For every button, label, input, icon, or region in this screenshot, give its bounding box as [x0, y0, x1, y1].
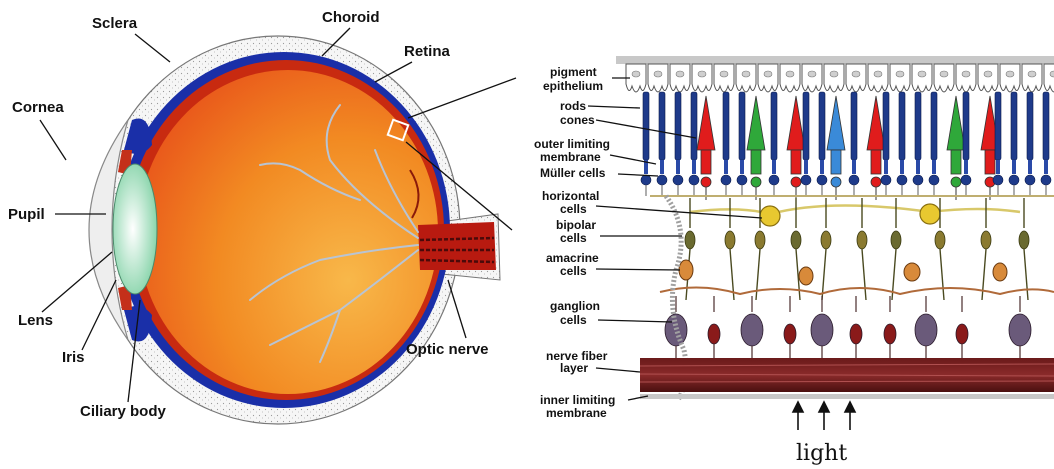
- bipolar-cell: [857, 198, 867, 300]
- label-horizontal-cells: cells: [560, 202, 587, 216]
- cone-cell: [827, 96, 845, 200]
- pigment-cell: [912, 64, 932, 92]
- bipolar-cell: [1019, 198, 1029, 300]
- horizontal-cells: [690, 204, 1020, 226]
- pigment-cell: [1022, 64, 1042, 92]
- rod-cell: [737, 92, 747, 196]
- pigment-cell: [934, 64, 954, 92]
- pigment-cell: [714, 64, 734, 92]
- label-ciliary-body: Ciliary body: [80, 403, 167, 420]
- label-inner-limiting: inner limiting: [540, 393, 615, 407]
- label-pupil: Pupil: [8, 206, 45, 223]
- ganglion-cell: [850, 296, 862, 362]
- rod-cell: [897, 92, 907, 196]
- label-bipolar: bipolar: [556, 218, 596, 232]
- ganglion-cell: [708, 296, 720, 362]
- label-bipolar-cells: cells: [560, 231, 587, 245]
- rod-cell: [1041, 92, 1051, 196]
- ganglion-cell: [741, 296, 763, 362]
- bipolar-cell: [821, 198, 831, 300]
- cone-cell: [697, 96, 715, 200]
- rod-cell: [673, 92, 683, 196]
- vitreous-body: [138, 70, 438, 394]
- eye-cross-section: [89, 36, 516, 424]
- label-rods: rods: [560, 99, 586, 113]
- label-cones: cones: [560, 113, 595, 127]
- label-choroid: Choroid: [322, 9, 380, 26]
- ganglion-cell: [811, 296, 833, 362]
- light-arrows: [793, 402, 855, 430]
- pigment-cell: [1000, 64, 1020, 92]
- pigment-epithelium-cells: [626, 64, 1054, 92]
- pigment-cell: [802, 64, 822, 92]
- label-retina: Retina: [404, 43, 451, 60]
- label-ilm-membrane: membrane: [546, 406, 607, 420]
- cone-cell: [867, 96, 885, 200]
- label-nfl-layer: layer: [560, 361, 588, 375]
- rod-cell: [769, 92, 779, 196]
- label-sclera: Sclera: [92, 15, 138, 32]
- pigment-cell: [692, 64, 712, 92]
- top-membrane: [616, 56, 1054, 64]
- label-ganglion-cells: cells: [560, 313, 587, 327]
- label-cornea: Cornea: [12, 99, 64, 116]
- ganglion-cell: [1009, 296, 1031, 362]
- pigment-cell: [846, 64, 866, 92]
- cone-cell: [747, 96, 765, 200]
- bipolar-cell: [725, 198, 735, 300]
- ganglion-cells: [665, 296, 1031, 362]
- rod-cell: [721, 92, 731, 196]
- bipolar-cells: [685, 198, 1029, 300]
- label-muller-cells: Müller cells: [540, 166, 606, 180]
- label-amacrine-cells: cells: [560, 264, 587, 278]
- rod-cell: [1009, 92, 1019, 196]
- ganglion-cell: [915, 296, 937, 362]
- pigment-cell: [780, 64, 800, 92]
- label-outer-limiting: outer limiting: [534, 137, 610, 151]
- rod-cell: [817, 92, 827, 196]
- cone-cell: [787, 96, 805, 200]
- bipolar-cell: [791, 198, 801, 300]
- rod-cell: [657, 92, 667, 196]
- label-light: light: [796, 441, 847, 466]
- lens-shape: [113, 164, 157, 294]
- photoreceptors: [641, 92, 1051, 200]
- pigment-cell: [648, 64, 668, 92]
- label-amacrine: amacrine: [546, 251, 599, 265]
- rod-cell: [641, 92, 651, 196]
- rod-cell: [1025, 92, 1035, 196]
- optic-nerve-shape: [418, 222, 496, 270]
- pigment-cell: [736, 64, 756, 92]
- label-pigment: pigment: [550, 65, 597, 79]
- label-iris: Iris: [62, 349, 85, 366]
- pigment-cell: [868, 64, 888, 92]
- amacrine-cells: [660, 260, 1054, 294]
- label-olm-membrane: membrane: [540, 150, 601, 164]
- inner-limiting-membrane: [640, 394, 1054, 399]
- pigment-cell: [978, 64, 998, 92]
- pigment-cell: [956, 64, 976, 92]
- rod-cell: [849, 92, 859, 196]
- pigment-cell: [758, 64, 778, 92]
- label-optic-nerve: Optic nerve: [406, 341, 489, 358]
- label-lens: Lens: [18, 312, 53, 329]
- retina-cross-section: light: [616, 56, 1054, 466]
- rod-cell: [689, 92, 699, 196]
- bipolar-cell: [891, 198, 901, 300]
- rod-cell: [913, 92, 923, 196]
- label-epithelium: epithelium: [543, 79, 603, 93]
- label-ganglion: ganglion: [550, 299, 600, 313]
- ganglion-cell: [884, 296, 896, 362]
- pigment-cell: [670, 64, 690, 92]
- pigment-cell: [890, 64, 910, 92]
- pigment-cell: [1044, 64, 1054, 92]
- cone-cell: [947, 96, 965, 200]
- ganglion-cell: [784, 296, 796, 362]
- bipolar-cell: [981, 198, 991, 300]
- pigment-cell: [824, 64, 844, 92]
- ganglion-cell: [956, 296, 968, 362]
- rod-cell: [929, 92, 939, 196]
- label-horizontal: horizontal: [542, 189, 599, 203]
